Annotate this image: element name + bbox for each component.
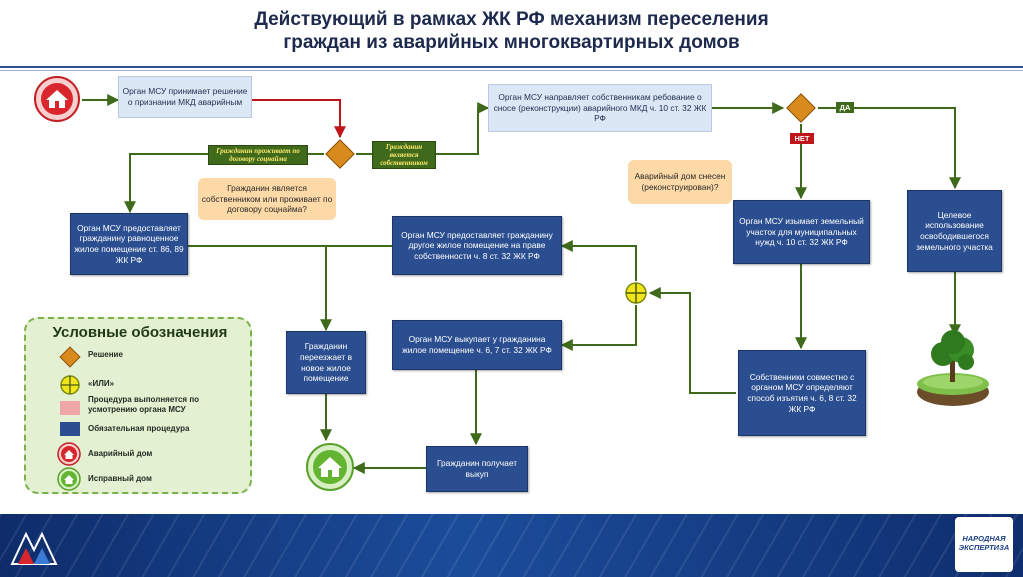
edge-decision-to-d1 bbox=[252, 99, 346, 139]
label-lives-social: Гражданин проживает по договору соцнайма bbox=[208, 145, 308, 165]
legend-mandatory-label: Обязательная процедура bbox=[88, 424, 190, 433]
box-equivalent-housing: Орган МСУ предоставляет гражданину равно… bbox=[70, 213, 188, 275]
box-question-demolished: Аварийный дом снесен (реконструирован)? bbox=[628, 160, 732, 204]
title-divider bbox=[0, 66, 1023, 68]
legend-decision-icon bbox=[59, 346, 81, 368]
decision-diamond-owner bbox=[325, 139, 355, 169]
footer-decoration bbox=[0, 514, 1023, 577]
edge-d2-yes bbox=[818, 107, 961, 190]
edge-or-to-other bbox=[560, 240, 637, 281]
legend: Условные обозначения Решение «ИЛИ» Проце… bbox=[24, 317, 252, 494]
legend-mandatory-swatch bbox=[60, 422, 80, 436]
title-block: Действующий в рамках ЖК РФ механизм пере… bbox=[0, 8, 1023, 54]
box-owners-jointly: Собственники совместно с органом МСУ опр… bbox=[738, 350, 866, 436]
box-buys-out: Орган МСУ выкупает у гражданина жилое по… bbox=[392, 320, 562, 370]
footer-logo-text: НАРОДНАЯ ЭКСПЕРТИЗА bbox=[958, 534, 1010, 552]
box-moves-in: Гражданин переезжает в новое жилое помещ… bbox=[286, 331, 366, 394]
good-house-icon bbox=[306, 443, 354, 491]
legend-discretion-label: Процедура выполняется по усмотрению орга… bbox=[88, 395, 200, 414]
footer-band bbox=[0, 514, 1023, 577]
legend-decision-label: Решение bbox=[88, 350, 123, 359]
box-land-seizure: Орган МСУ изымает земельный участок для … bbox=[733, 200, 870, 264]
legend-or-label: «ИЛИ» bbox=[88, 379, 115, 388]
legend-emergency-house-label: Аварийный дом bbox=[88, 449, 153, 458]
footer-brand-logo bbox=[10, 531, 58, 565]
legend-good-house-icon bbox=[57, 467, 81, 491]
legend-discretion-swatch bbox=[60, 401, 80, 415]
edge-or-to-buyout bbox=[560, 305, 637, 351]
emergency-house-icon bbox=[34, 76, 80, 122]
page-title-line2: граждан из аварийных многоквартирных дом… bbox=[283, 32, 740, 53]
label-is-owner: Гражданин является собственником bbox=[372, 141, 436, 169]
box-other-housing: Орган МСУ предоставляет гражданину друго… bbox=[392, 216, 562, 275]
legend-emergency-house-icon bbox=[57, 442, 81, 466]
tree-island-icon bbox=[917, 330, 989, 406]
box-demand-owners: Орган МСУ направляет собственникам ребов… bbox=[488, 84, 712, 132]
box-target-use: Целевое использование освободившегося зе… bbox=[907, 190, 1002, 272]
edge-owners-to-or bbox=[648, 287, 736, 394]
box-gets-payment: Гражданин получает выкуп bbox=[426, 446, 528, 492]
page-title-line1: Действующий в рамках ЖК РФ механизм пере… bbox=[254, 9, 769, 30]
label-yes: ДА bbox=[836, 102, 854, 113]
title-divider-thin bbox=[0, 70, 1023, 71]
footer-logo-box bbox=[955, 517, 1013, 572]
box-question-owner: Гражданин является собственником или про… bbox=[198, 178, 336, 220]
decision-diamond-demolished bbox=[786, 93, 816, 123]
legend-good-house-label: Исправный дом bbox=[88, 474, 152, 483]
label-no: НЕТ bbox=[790, 133, 814, 144]
legend-or-icon bbox=[60, 375, 80, 395]
box-decision-msu: Орган МСУ принимает решение о признании … bbox=[118, 76, 252, 118]
legend-title: Условные обозначения bbox=[52, 324, 228, 341]
or-node bbox=[625, 282, 647, 304]
